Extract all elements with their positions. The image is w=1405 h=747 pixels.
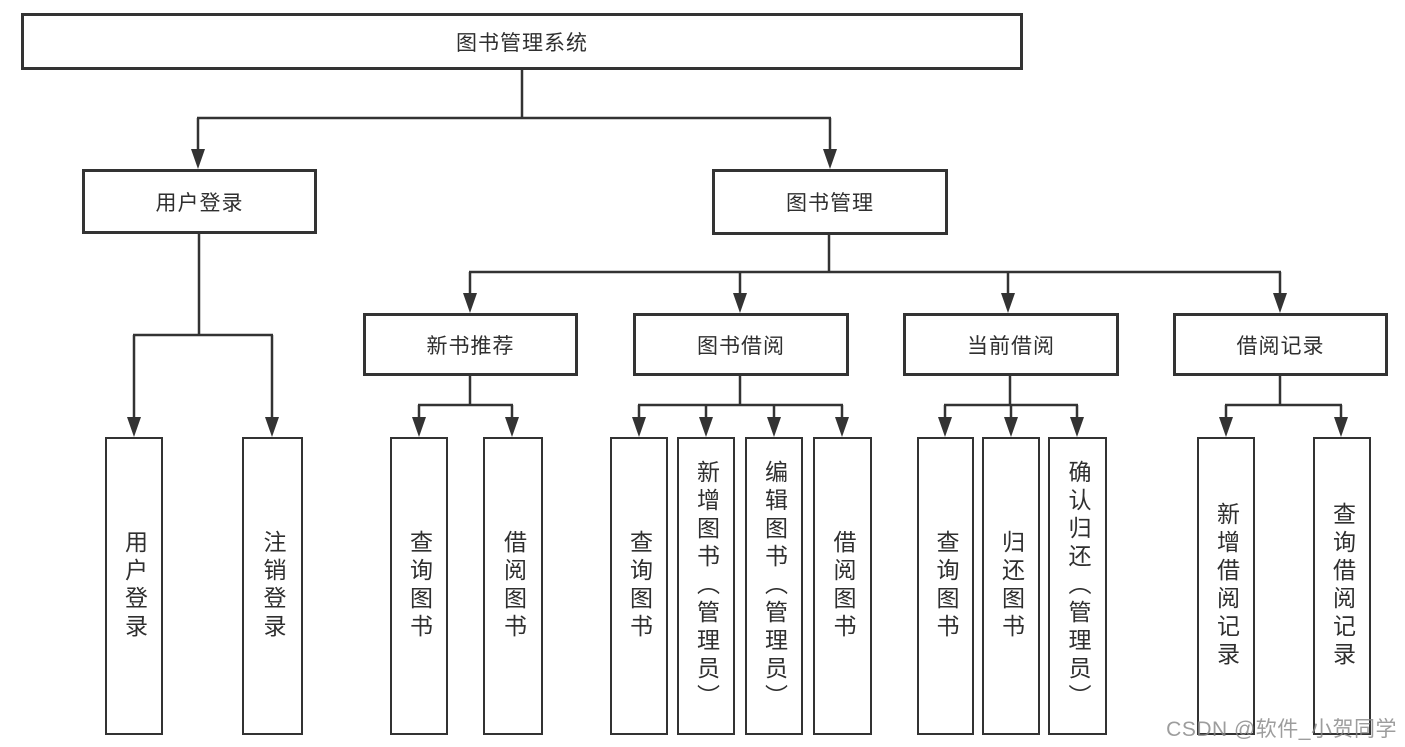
node-logout: 注销登录 (242, 437, 303, 735)
node-user-login-action: 用户登录 (105, 437, 163, 735)
node-label: 新增借阅记录 (1213, 502, 1240, 670)
node-label: 归还图书 (998, 530, 1025, 642)
node-edit-book-admin: 编辑图书（管理员） (745, 437, 803, 735)
node-add-borrow-record: 新增借阅记录 (1197, 437, 1255, 735)
node-label: 借阅图书 (830, 530, 856, 642)
node-label: 注销登录 (260, 530, 286, 642)
node-query-books-current: 查询图书 (917, 437, 974, 735)
arrowheads (127, 149, 1348, 437)
node-user-login: 用户登录 (82, 169, 317, 234)
node-borrow-records: 借阅记录 (1173, 313, 1388, 376)
node-label: 用户登录 (121, 530, 148, 642)
node-label: 图书管理系统 (456, 31, 588, 55)
node-book-management-system: 图书管理系统 (21, 13, 1023, 70)
node-query-borrow-record: 查询借阅记录 (1313, 437, 1371, 735)
node-borrow-books-recommend: 借阅图书 (483, 437, 543, 735)
node-query-books-recommend: 查询图书 (390, 437, 448, 735)
node-label: 用户登录 (155, 191, 244, 215)
node-return-book: 归还图书 (982, 437, 1040, 735)
node-label: 图书借阅 (697, 334, 785, 358)
node-confirm-return-admin: 确认归还（管理员） (1048, 437, 1107, 735)
node-label: 查询图书 (933, 530, 959, 642)
node-label: 编辑图书（管理员） (761, 460, 788, 712)
node-label: 借阅记录 (1236, 334, 1325, 358)
node-label: 查询图书 (626, 530, 653, 642)
node-book-management: 图书管理 (712, 169, 948, 235)
node-new-book-recommend: 新书推荐 (363, 313, 578, 376)
node-book-borrow: 图书借阅 (633, 313, 849, 376)
node-label: 查询借阅记录 (1329, 502, 1356, 670)
node-query-books-borrow: 查询图书 (610, 437, 668, 735)
node-label: 新增图书（管理员） (693, 460, 720, 712)
node-borrow-books: 借阅图书 (813, 437, 872, 735)
node-label: 图书管理 (786, 192, 874, 215)
node-label: 当前借阅 (967, 334, 1055, 358)
node-add-book-admin: 新增图书（管理员） (677, 437, 735, 735)
node-label: 查询图书 (406, 530, 433, 642)
node-label: 借阅图书 (500, 530, 527, 642)
node-label: 新书推荐 (426, 334, 515, 358)
node-current-borrow: 当前借阅 (903, 313, 1119, 376)
csdn-watermark: CSDN @软件_小贺同学 (1166, 718, 1397, 741)
node-label: 确认归还（管理员） (1065, 460, 1091, 712)
